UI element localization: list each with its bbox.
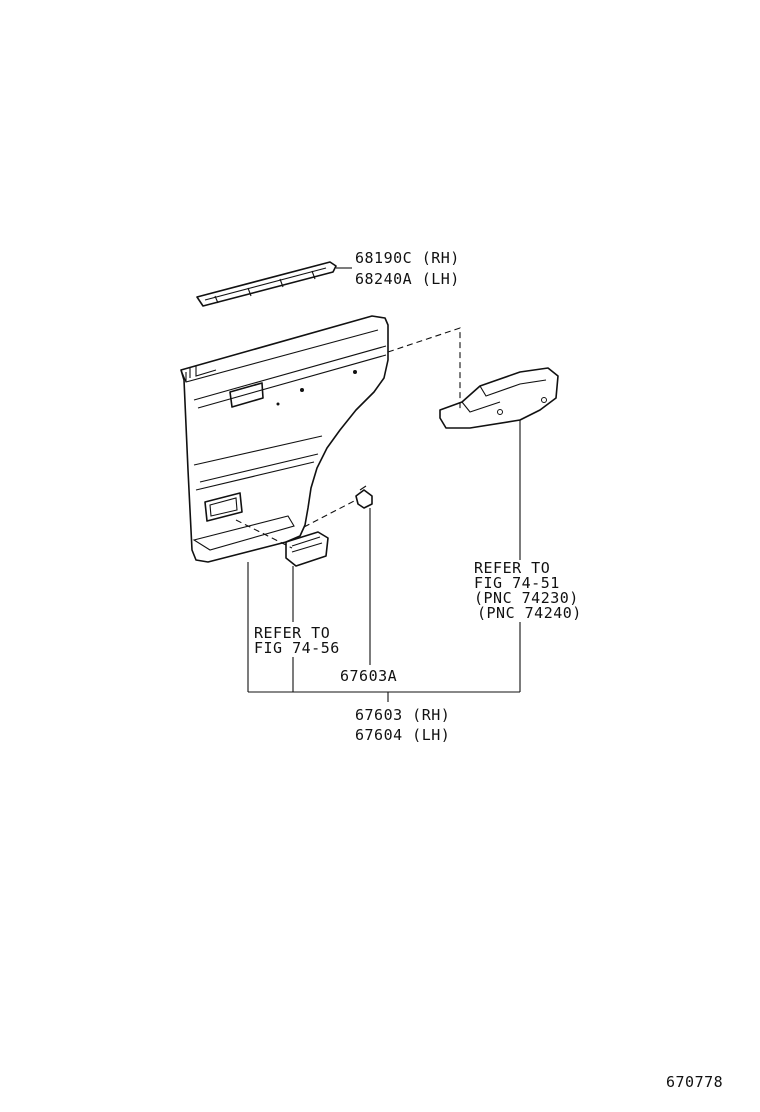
weatherstrip-lh-label: 68240A (LH)	[355, 270, 460, 288]
handle-refer-label: REFER TO	[254, 624, 330, 642]
clip-part-number: 67603A	[340, 667, 397, 685]
handle-bezel-part[interactable]	[235, 519, 329, 692]
armrest-fig-label: FIG 74-51	[474, 574, 560, 592]
armrest-refer-label: REFER TO	[474, 559, 550, 577]
clip-part[interactable]	[303, 485, 373, 665]
panel-rh-label: 67603 (RH)	[355, 706, 450, 724]
door-trim-panel[interactable]	[180, 315, 389, 692]
panel-lh-label: 67604 (LH)	[355, 726, 450, 744]
weatherstrip-rh-label: 68190C (RH)	[355, 249, 460, 267]
armrest-part[interactable]	[439, 367, 559, 692]
figure-number: 670778	[666, 1073, 723, 1091]
armrest-pnc1-label: (PNC 74230)	[474, 589, 579, 607]
handle-fig-label: FIG 74-56	[254, 639, 340, 657]
weatherstrip-part[interactable]	[196, 261, 352, 307]
panel-leader-bracket	[248, 691, 520, 702]
armrest-guide-line	[387, 327, 461, 410]
armrest-pnc2-label: (PNC 74240)	[477, 604, 582, 622]
